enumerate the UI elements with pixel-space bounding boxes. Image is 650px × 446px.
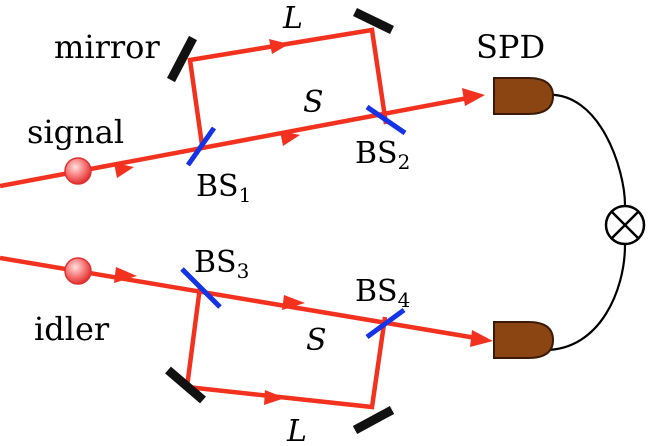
beam-splitter-2 <box>365 104 407 136</box>
mirror-bottom-right <box>352 406 395 434</box>
idler-output-arrowhead <box>470 330 493 347</box>
short-arm-top-label: S <box>303 85 324 120</box>
long-arm-top-arrowhead <box>269 39 289 54</box>
bs2-label: BS2 <box>355 136 410 174</box>
idler-photon-icon <box>64 257 92 285</box>
idler-beam-arrowhead-1 <box>114 267 137 283</box>
signal-beam-arrowhead-2 <box>280 131 300 146</box>
coincidence-multiplier-icon <box>604 204 646 246</box>
bs4-label: BS4 <box>355 274 410 312</box>
beam-splitter-1 <box>185 126 217 167</box>
mirror-top-left <box>167 35 197 83</box>
long-arm-top-label: L <box>282 1 303 36</box>
spd-label: SPD <box>476 28 545 66</box>
beam-splitter-3 <box>180 267 222 309</box>
signal-beam-long-path <box>187 27 389 146</box>
mirror-label: mirror <box>54 28 160 66</box>
mirror-bottom-left <box>165 366 206 404</box>
detector-top-icon <box>493 77 555 115</box>
short-arm-bottom-label: S <box>306 323 327 358</box>
signal-label: signal <box>27 113 124 151</box>
signal-beam-arrowhead-1 <box>114 163 134 178</box>
long-arm-bottom-arrowhead <box>264 390 285 405</box>
detector-bottom-icon <box>493 321 555 359</box>
signal-output-arrowhead <box>462 88 485 106</box>
long-arm-bottom-label: L <box>286 414 307 446</box>
bs3-label: BS3 <box>194 245 249 283</box>
mirror-top-right <box>353 7 394 35</box>
bs1-label: BS1 <box>196 169 251 207</box>
wire-bottom <box>544 244 627 352</box>
signal-photon-icon <box>64 157 92 185</box>
idler-beam-arrowhead-2 <box>282 295 305 310</box>
beam-splitter-4 <box>365 307 406 340</box>
idler-label: idler <box>34 310 110 348</box>
wire-top <box>544 93 627 206</box>
